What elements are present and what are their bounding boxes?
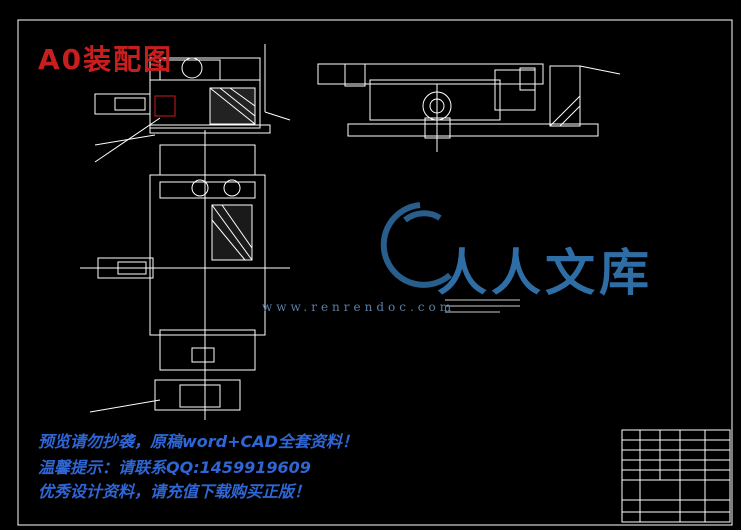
watermark-url: www.renrendoc.com bbox=[262, 300, 456, 314]
drawing-border bbox=[17, 19, 733, 526]
watermark-logo bbox=[380, 202, 452, 288]
promo-line-3: 优秀设计资料，请充值下载购买正版！ bbox=[38, 482, 311, 501]
title-block bbox=[621, 429, 731, 523]
watermark-name: 人人文库 bbox=[437, 243, 653, 302]
front-view bbox=[94, 44, 291, 163]
drawing-title: A0装配图 bbox=[38, 43, 174, 76]
promo-line-2: 温馨提示：请联系QQ:1459919609 bbox=[38, 458, 311, 477]
plan-view bbox=[80, 130, 290, 420]
technical-notes bbox=[445, 299, 520, 313]
side-view bbox=[317, 63, 621, 152]
promo-line-1: 预览请勿抄袭，原稿word+CAD全套资料！ bbox=[38, 432, 358, 451]
